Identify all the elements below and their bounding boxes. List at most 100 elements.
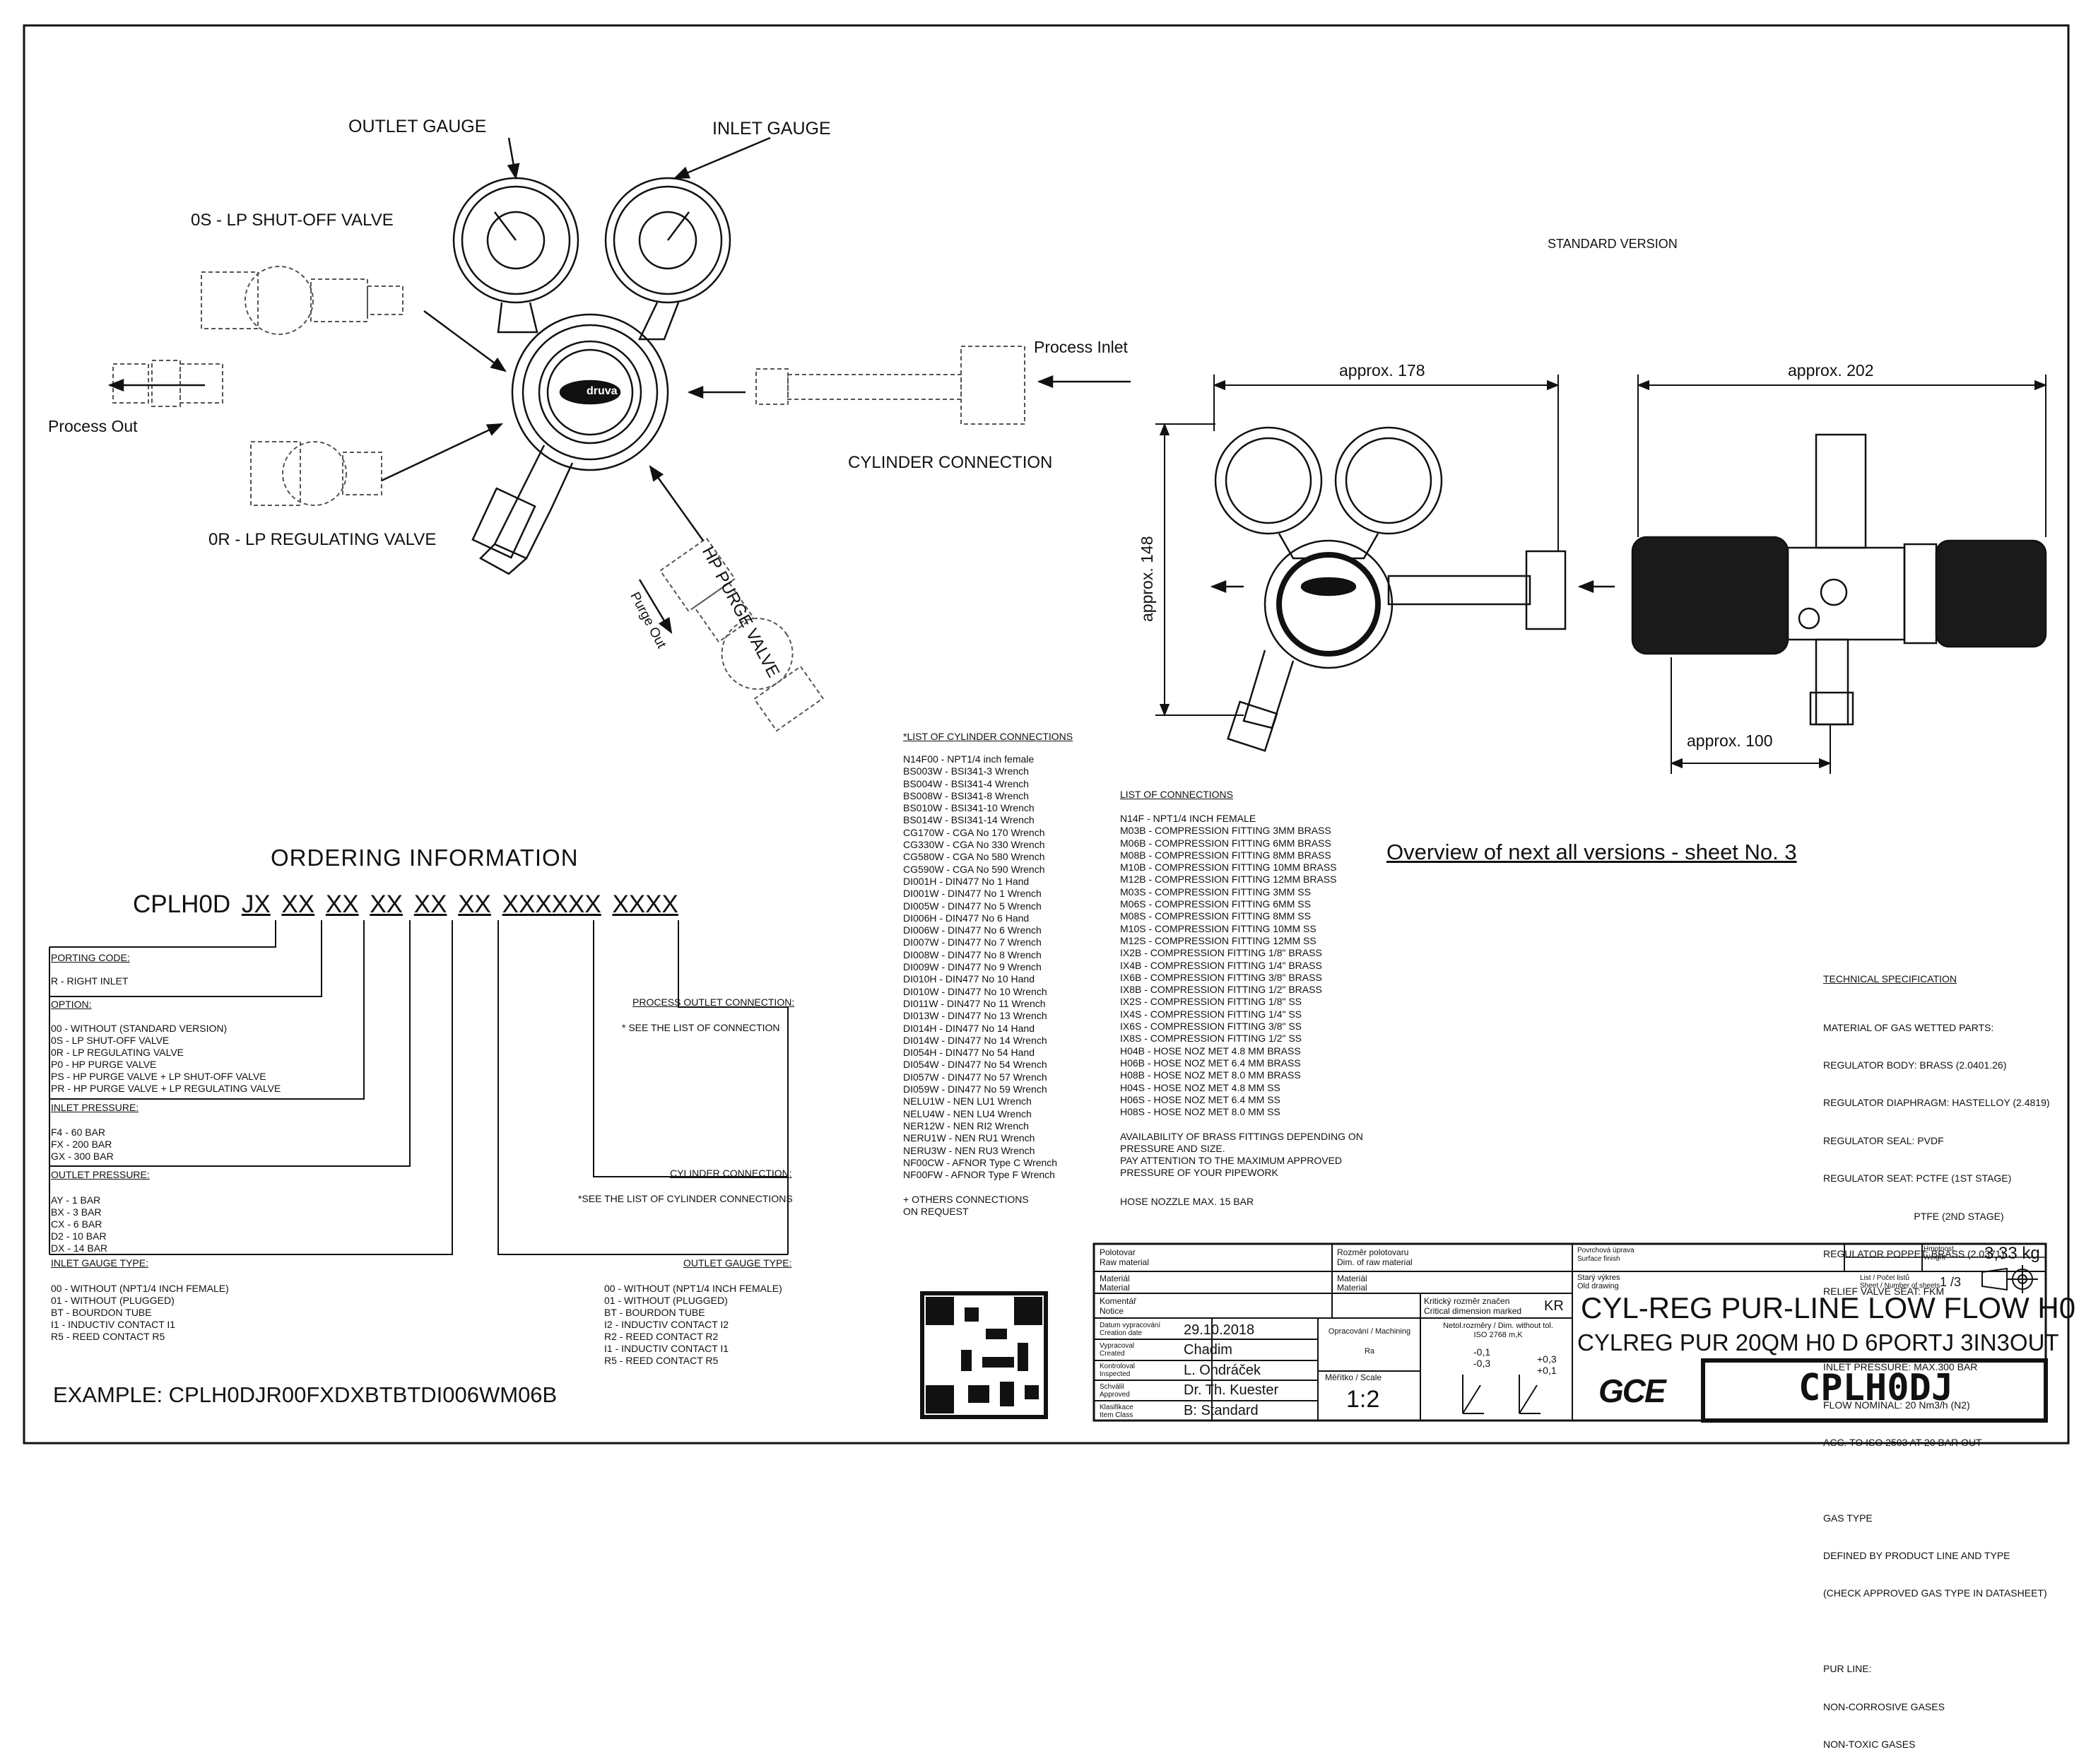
tolerance-positive: +0,3+0,1: [1537, 1353, 1557, 1376]
list-item: M06S - COMPRESSION FITTING 6MM SS: [1120, 898, 1311, 910]
list-item: MATERIAL OF GAS WETTED PARTS:: [1823, 1021, 1994, 1033]
option-header: OPTION:: [51, 999, 92, 1010]
list-item: REGULATOR SEAT: PCTFE (1ST STAGE): [1823, 1172, 2012, 1184]
list-item: 01 - WITHOUT (PLUGGED): [604, 1295, 728, 1306]
ordering-leader-lines: [49, 920, 789, 1255]
list-item: M08S - COMPRESSION FITTING 8MM SS: [1120, 910, 1311, 922]
cylinder-list-note: + OTHERS CONNECTIONS ON REQUEST: [903, 1194, 1029, 1218]
list-item: DI006W - DIN477 No 6 Wrench: [903, 924, 1042, 936]
list-item: NELU1W - NEN LU1 Wrench: [903, 1095, 1032, 1107]
brand-mark: druva: [587, 385, 618, 397]
sheet-value: 1 /3: [1940, 1275, 1962, 1289]
list-item: M12B - COMPRESSION FITTING 12MM BRASS: [1120, 874, 1337, 886]
overview-link[interactable]: Overview of next all versions - sheet No…: [1386, 840, 1797, 864]
list-item: M03B - COMPRESSION FITTING 3MM BRASS: [1120, 825, 1331, 837]
regulator-body: [471, 313, 669, 575]
connection-list-header: LIST OF CONNECTIONS: [1120, 789, 1233, 800]
outlet-gauge-label: OUTLET GAUGE: [348, 117, 487, 136]
list-item: GX - 300 BAR: [51, 1151, 114, 1162]
list-item: NON-TOXIC GASES: [1823, 1739, 1916, 1751]
list-item: BS003W - BSI341-3 Wrench: [903, 765, 1029, 777]
inlet-gauge-type-header: INLET GAUGE TYPE:: [51, 1257, 148, 1269]
list-item: PAY ATTENTION TO THE MAXIMUM APPROVED: [1120, 1155, 1343, 1166]
title-block-grid: [1092, 1242, 2048, 1423]
list-item: NER12W - NEN RI2 Wrench: [903, 1119, 1029, 1131]
standard-front-view: [1214, 426, 1567, 752]
lp-shutoff-valve: [201, 266, 404, 335]
item-class: B: Standard: [1184, 1403, 1259, 1418]
list-item: GAS TYPE: [1823, 1512, 1873, 1524]
process-out-label: Process Out: [48, 417, 138, 435]
list-item: BT - BOURDON TUBE: [51, 1307, 152, 1318]
list-item: M08B - COMPRESSION FITTING 8MM BRASS: [1120, 849, 1331, 861]
list-item: IX6S - COMPRESSION FITTING 3/8" SS: [1120, 1021, 1302, 1033]
list-item: R2 - REED CONTACT R2: [604, 1331, 719, 1342]
list-item: M06B - COMPRESSION FITTING 6MM BRASS: [1120, 837, 1331, 849]
list-item: BS014W - BSI341-14 Wrench: [903, 814, 1035, 826]
tolerance-label: Netol.rozměry / Dim. without tol.ISO 276…: [1443, 1322, 1553, 1339]
list-item: 0S - LP SHUT-OFF VALVE: [51, 1035, 170, 1046]
list-item: M12S - COMPRESSION FITTING 12MM SS: [1120, 934, 1317, 946]
list-item: 00 - WITHOUT (NPT1/4 INCH FEMALE): [604, 1283, 782, 1294]
list-item: DI005W - DIN477 No 5 Wrench: [903, 900, 1042, 912]
list-item: BX - 3 BAR: [51, 1206, 102, 1218]
list-item: CX - 6 BAR: [51, 1218, 102, 1230]
list-item: P0 - HP PURGE VALVE: [51, 1059, 157, 1070]
hose-nozzle-note: HOSE NOZZLE MAX. 15 BAR: [1120, 1196, 1254, 1207]
list-item: DI010W - DIN477 No 10 Wrench: [903, 985, 1047, 997]
standard-version-title: STANDARD VERSION: [1548, 237, 1678, 251]
dim-depth: approx. 202: [1788, 361, 1874, 380]
list-item: H08B - HOSE NOZ MET 8.0 MM BRASS: [1120, 1069, 1301, 1081]
list-item: INLET PRESSURE: MAX.300 BAR: [1823, 1361, 1978, 1373]
list-item: REGULATOR BODY: BRASS (2.0401.26): [1823, 1059, 2007, 1071]
list-item: PTFE (2ND STAGE): [1823, 1210, 2004, 1222]
list-item: PRESSURE OF YOUR PIPEWORK: [1120, 1167, 1278, 1178]
process-outlet-header: PROCESS OUTLET CONNECTION:: [632, 996, 795, 1008]
dim-outlet: approx. 100: [1687, 731, 1773, 750]
list-item: [1823, 1474, 2050, 1487]
list-item: REGULATOR POPPET: BRASS (2.0371): [1823, 1247, 2005, 1259]
list-item: H06S - HOSE NOZ MET 6.4 MM SS: [1120, 1093, 1280, 1105]
list-item: DI054H - DIN477 No 54 Hand: [903, 1047, 1035, 1059]
dim-height: approx. 148: [1138, 536, 1156, 622]
inlet-pressure-header: INLET PRESSURE:: [51, 1102, 139, 1113]
list-item: H06B - HOSE NOZ MET 6.4 MM BRASS: [1120, 1057, 1301, 1069]
ordering-code: CPLH0D JX XX XX XX XX XX XXXXXX XXXX: [133, 890, 678, 918]
list-item: 00 - WITHOUT (NPT1/4 INCH FEMALE): [51, 1283, 229, 1294]
list-item: PS - HP PURGE VALVE + LP SHUT-OFF VALVE: [51, 1071, 266, 1082]
list-item: PRESSURE AND SIZE.: [1120, 1143, 1225, 1154]
list-item: ON REQUEST: [903, 1206, 969, 1217]
cylinder-connection-fitting: [755, 346, 1025, 425]
list-item: BS010W - BSI341-10 Wrench: [903, 802, 1035, 814]
list-item: D2 - 10 BAR: [51, 1230, 107, 1242]
outlet-pressure-header: OUTLET PRESSURE:: [51, 1169, 150, 1180]
list-item: DI059W - DIN477 No 59 Wrench: [903, 1083, 1047, 1095]
drawing-title: CYL-REG PUR-LINE LOW FLOW H0: [1581, 1291, 2076, 1324]
drawing-sheet: [23, 24, 2070, 1445]
list-item: DI014W - DIN477 No 14 Wrench: [903, 1034, 1047, 1046]
scale-value: 1:2: [1346, 1386, 1380, 1413]
outlet-pressure-list: AY - 1 BAR BX - 3 BAR CX - 6 BAR D2 - 10…: [51, 1194, 107, 1254]
outlet-gauge-type-list: 00 - WITHOUT (NPT1/4 INCH FEMALE) 01 - W…: [604, 1283, 782, 1367]
list-item: BT - BOURDON TUBE: [604, 1307, 705, 1318]
list-item: NERU3W - NEN RU3 Wrench: [903, 1144, 1035, 1156]
list-item: 01 - WITHOUT (PLUGGED): [51, 1295, 175, 1306]
list-item: F4 - 60 BAR: [51, 1127, 106, 1138]
tech-spec-header: TECHNICAL SPECIFICATION: [1823, 973, 1957, 984]
scale-label: Měřítko / Scale: [1325, 1372, 1382, 1382]
list-item: H04S - HOSE NOZ MET 4.8 MM SS: [1120, 1081, 1280, 1093]
qr-code: [920, 1291, 1048, 1419]
list-item: BS004W - BSI341-4 Wrench: [903, 777, 1029, 789]
standard-side-view: [1631, 433, 2047, 726]
lp-regulating-valve: [250, 441, 382, 506]
list-item: CG580W - CGA No 580 Wrench: [903, 851, 1045, 863]
inspected-by: L. Ondráček: [1184, 1363, 1261, 1378]
